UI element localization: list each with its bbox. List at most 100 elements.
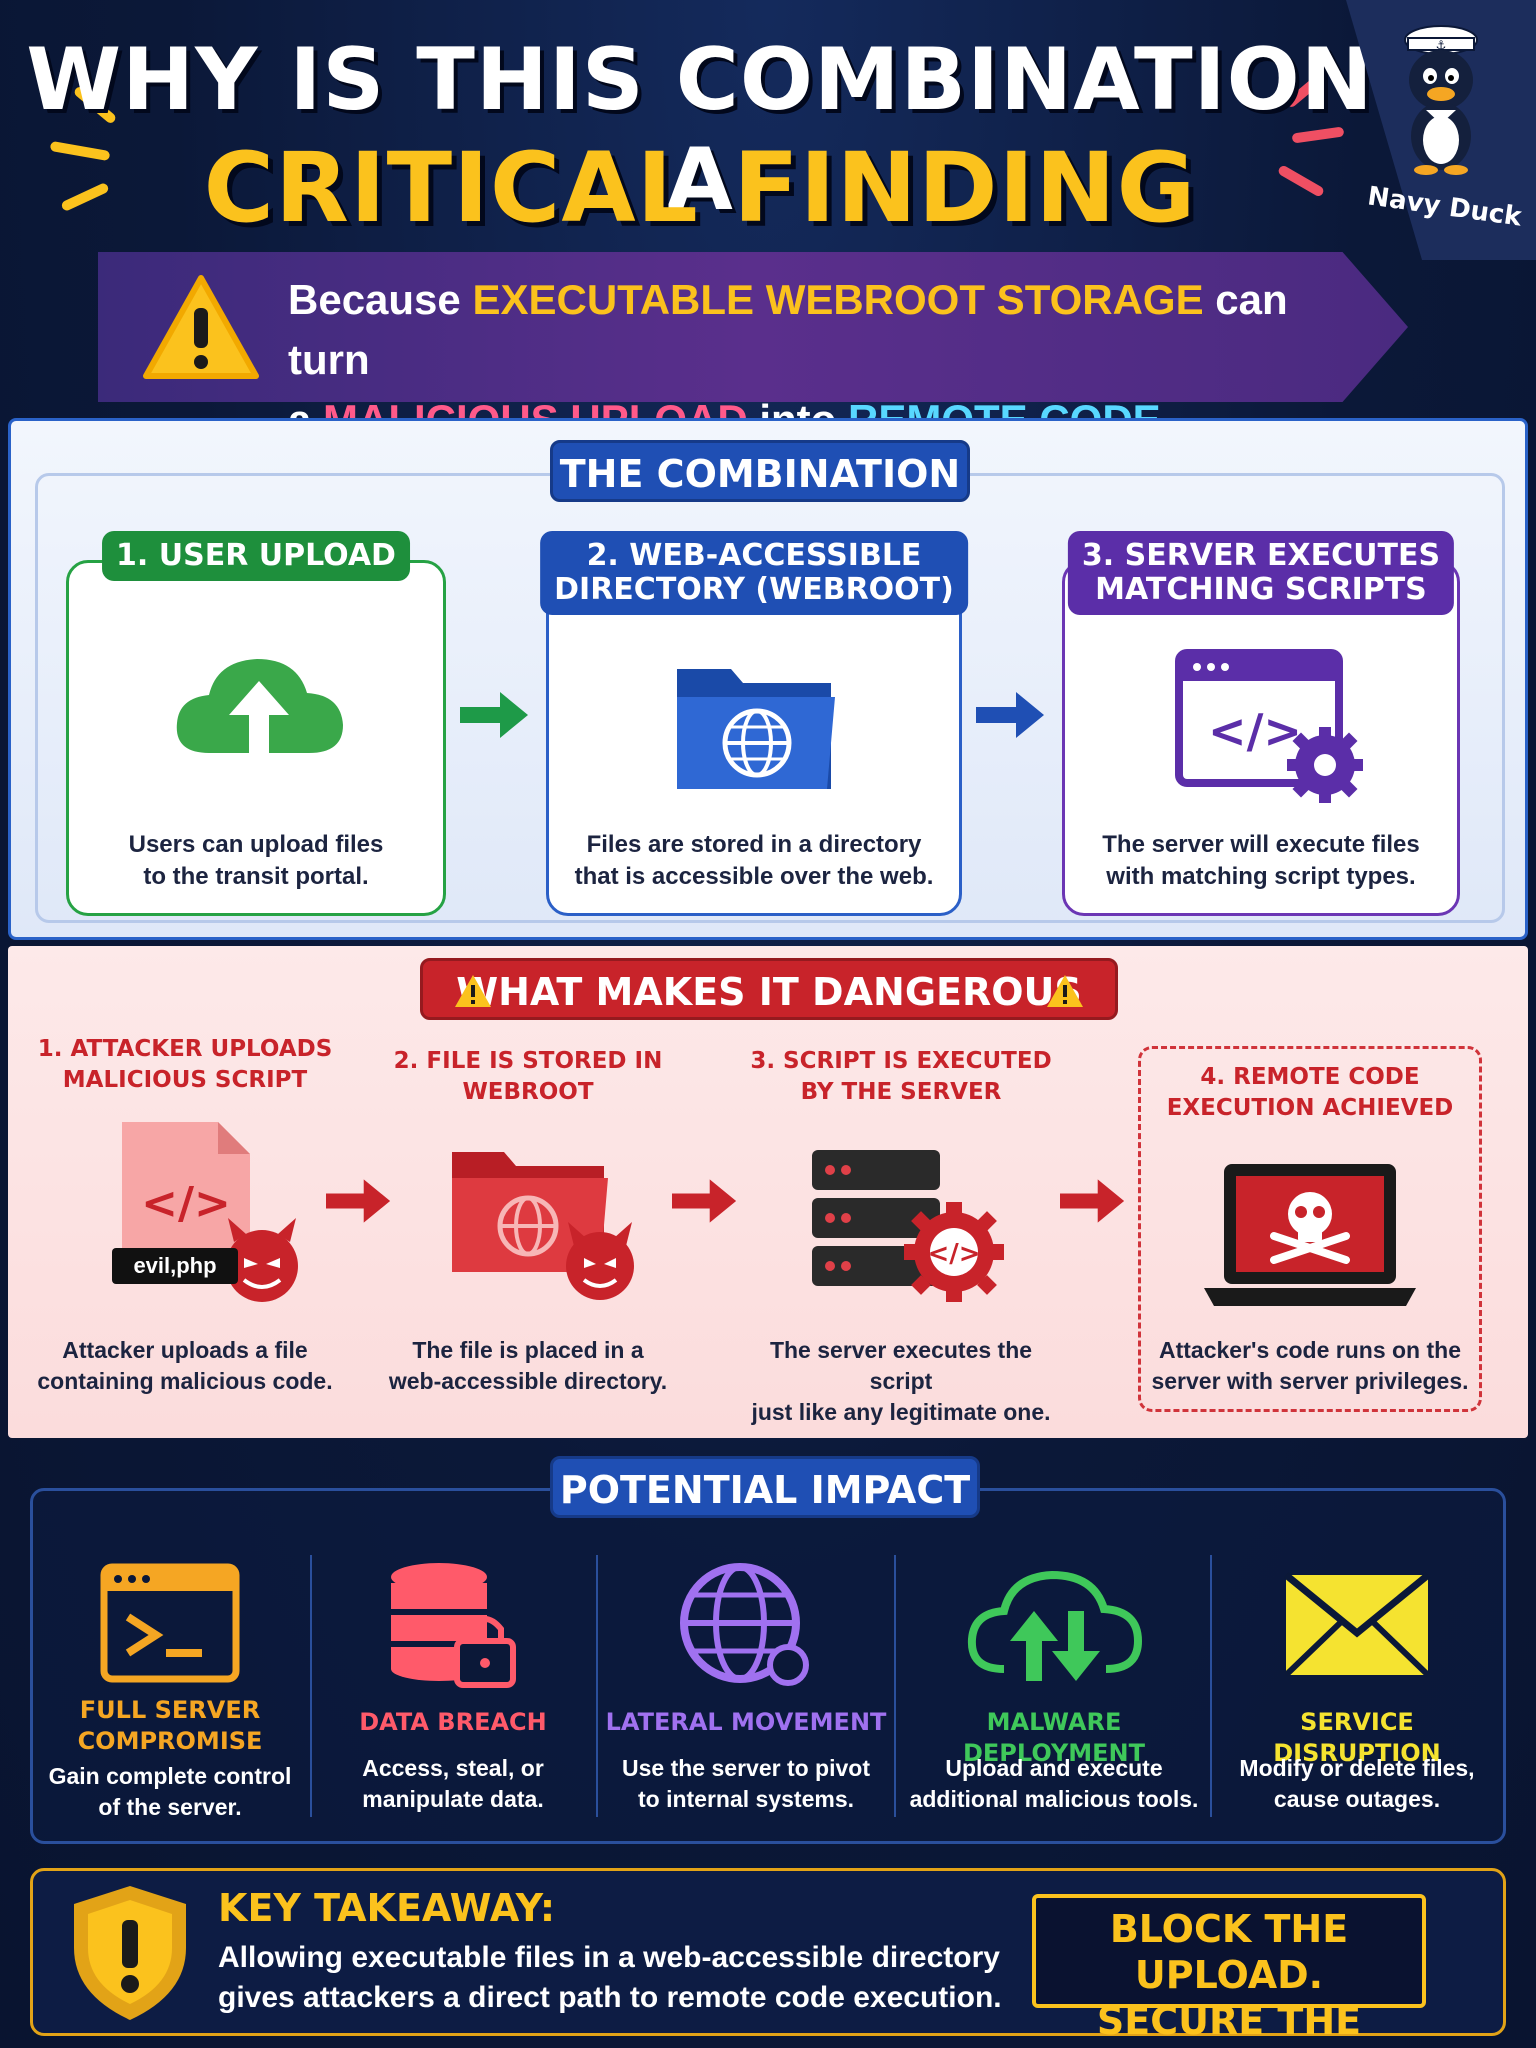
- arrow-right-icon: [326, 1179, 391, 1223]
- terminal-icon: [100, 1563, 240, 1683]
- danger-step-title-line2: MALICIOUS SCRIPT: [62, 1067, 308, 1093]
- combination-title: THE COMBINATION: [550, 440, 970, 502]
- impact-item-description: Access, steal, or manipulate data.: [318, 1753, 588, 1815]
- impact-item-malware-deployment: MALWARE DEPLOYMENT Upload and execute ad…: [902, 1555, 1206, 1825]
- arrow-right-icon: [460, 692, 528, 738]
- combo-card-description: Files are stored in a directory that is …: [549, 829, 959, 893]
- malicious-file-label: evil,php: [112, 1248, 238, 1284]
- danger-step-title-line1: 1. ATTACKER UPLOADS: [37, 1036, 333, 1062]
- impact-item-title: SERVICE DISRUPTION: [1218, 1707, 1496, 1769]
- danger-step-title-line2: EXECUTION ACHIEVED: [1166, 1095, 1454, 1121]
- shield-alert-icon: [74, 1886, 186, 2020]
- danger-step-title: 3. SCRIPT IS EXECUTED BY THE SERVER: [736, 1046, 1066, 1108]
- infected-folder-icon: [452, 1152, 634, 1300]
- danger-step-description: Attacker's code runs on the server with …: [1138, 1335, 1482, 1397]
- server-code-gear-icon: </>: [812, 1150, 1004, 1302]
- subtitle-banner: [98, 252, 1408, 402]
- subtitle-part1: Because: [288, 276, 473, 323]
- page-title-line1: WHY IS THIS COMBINATION A: [26, 30, 1374, 230]
- warning-icon: [143, 275, 259, 379]
- combo-card-title-line1: 2. WEB-ACCESSIBLE: [586, 538, 922, 573]
- combo-card-title-line2: MATCHING SCRIPTS: [1095, 572, 1427, 607]
- warning-icon: [1047, 975, 1083, 1007]
- subtitle-line1: Because EXECUTABLE WEBROOT STORAGE can t…: [288, 270, 1348, 390]
- combo-card-description: The server will execute files with match…: [1065, 829, 1457, 893]
- code-window-gear-icon: </>: [1175, 649, 1363, 803]
- impact-item-text-line2: to internal systems.: [637, 1786, 855, 1812]
- arrow-right-icon: [976, 692, 1044, 738]
- impact-item-text-line1: Access, steal, or: [362, 1755, 544, 1781]
- impact-item-title-line1: FULL SERVER: [79, 1696, 261, 1724]
- danger-step-text-line2: server with server privileges.: [1151, 1368, 1469, 1394]
- envelope-icon: [1283, 1572, 1431, 1678]
- key-takeaway-text-line2: gives attackers a direct path to remote …: [218, 1981, 1002, 2014]
- combo-card-webroot: 2. WEB-ACCESSIBLE DIRECTORY (WEBROOT) Fi…: [540, 531, 968, 916]
- impact-item-title-line1: MALWARE DEPLOYMENT: [962, 1708, 1145, 1767]
- combo-card-text-line2: with matching script types.: [1106, 863, 1416, 890]
- impact-item-title-line2: COMPROMISE: [77, 1727, 263, 1755]
- impact-item-text-line2: of the server.: [98, 1794, 242, 1820]
- impact-item-full-server-compromise: FULL SERVER COMPROMISE Gain complete con…: [44, 1555, 296, 1825]
- combo-card-description: Users can upload files to the transit po…: [69, 829, 443, 893]
- impact-title: POTENTIAL IMPACT: [550, 1456, 980, 1518]
- danger-step-description: The server executes the script just like…: [736, 1335, 1066, 1428]
- danger-step-text-line1: The server executes the script: [769, 1337, 1033, 1394]
- combo-card-title: 3. SERVER EXECUTES MATCHING SCRIPTS: [1067, 531, 1455, 615]
- impact-divider: [596, 1555, 598, 1817]
- svg-text:</>: </>: [927, 1239, 980, 1269]
- web-folder-icon: [677, 669, 835, 789]
- combo-card-title-line1: 1. USER UPLOAD: [116, 538, 396, 573]
- impact-item-text-line1: Use the server to pivot: [622, 1755, 870, 1781]
- danger-step-title-line2: WEBROOT: [462, 1079, 594, 1105]
- danger-step-text-line2: web-accessible directory.: [388, 1368, 668, 1394]
- svg-text:</>: </>: [141, 1178, 231, 1229]
- impact-item-description: Use the server to pivot to internal syst…: [604, 1753, 888, 1815]
- impact-item-text-line2: cause outages.: [1273, 1786, 1441, 1812]
- call-to-action-box: BLOCK THE UPLOAD. SECURE THE SERVER.: [1032, 1894, 1426, 2048]
- svg-text:⚓: ⚓: [1436, 38, 1447, 52]
- key-takeaway-text: Allowing executable files in a web-acces…: [218, 1938, 1018, 2018]
- combo-card-title-line2: DIRECTORY (WEBROOT): [554, 572, 954, 607]
- danger-step-text-line1: Attacker's code runs on the: [1159, 1337, 1461, 1363]
- impact-item-title: DATA BREACH: [318, 1707, 588, 1738]
- navy-duck-mascot-icon: ⚓: [1404, 25, 1478, 175]
- danger-step-description: The file is placed in a web-accessible d…: [372, 1335, 684, 1397]
- danger-step-text-line2: containing malicious code.: [37, 1368, 333, 1394]
- rce-highlight-box: [1138, 1046, 1482, 1412]
- subtitle-highlight-webroot: EXECUTABLE WEBROOT STORAGE: [472, 276, 1204, 323]
- impact-item-title: MALWARE DEPLOYMENT: [902, 1707, 1206, 1769]
- combo-card-text-line2: that is accessible over the web.: [574, 863, 934, 890]
- danger-title: WHAT MAKES IT DANGEROUS: [420, 958, 1118, 1020]
- impact-item-title: FULL SERVER COMPROMISE: [44, 1695, 296, 1757]
- impact-divider: [894, 1555, 896, 1817]
- impact-item-title-line1: DATA BREACH: [359, 1708, 547, 1736]
- impact-item-service-disruption: SERVICE DISRUPTION Modify or delete file…: [1218, 1555, 1496, 1825]
- danger-step-title: 2. FILE IS STORED IN WEBROOT: [372, 1046, 684, 1108]
- combo-card-text-line2: to the transit portal.: [143, 863, 369, 890]
- combo-card-text-line1: The server will execute files: [1102, 831, 1420, 858]
- danger-step-title-line1: 4. REMOTE CODE: [1200, 1064, 1420, 1090]
- arrow-right-icon: [1060, 1179, 1125, 1223]
- danger-step-text-line1: The file is placed in a: [412, 1337, 644, 1363]
- impact-item-title: LATERAL MOVEMENT: [604, 1707, 888, 1738]
- impact-item-data-breach: DATA BREACH Access, steal, or manipulate…: [318, 1555, 588, 1825]
- danger-step-text-line1: Attacker uploads a file: [62, 1337, 308, 1363]
- arrow-right-icon: [672, 1179, 737, 1223]
- danger-step-text-line2: just like any legitimate one.: [751, 1399, 1051, 1425]
- combo-card-text-line1: Files are stored in a directory: [586, 831, 922, 858]
- impact-item-description: Upload and execute additional malicious …: [902, 1753, 1206, 1815]
- subtitle-part2: can turn: [288, 276, 1288, 383]
- combo-card-title: 1. USER UPLOAD: [102, 531, 410, 581]
- combo-card-title-line1: 3. SERVER EXECUTES: [1081, 538, 1441, 573]
- impact-item-description: Modify or delete files, cause outages.: [1218, 1753, 1496, 1815]
- warning-icon: [455, 975, 491, 1007]
- svg-text:</>: </>: [1208, 704, 1302, 758]
- danger-step-title-line1: 3. SCRIPT IS EXECUTED: [750, 1048, 1052, 1074]
- danger-step-description: Attacker uploads a file containing malic…: [30, 1335, 340, 1397]
- impact-divider: [310, 1555, 312, 1817]
- combo-card-user-upload: 1. USER UPLOAD Users can upload files to…: [66, 531, 446, 916]
- cloud-upload-icon: [176, 659, 343, 753]
- impact-item-text-line1: Modify or delete files,: [1239, 1755, 1475, 1781]
- impact-item-text-line1: Gain complete control: [48, 1763, 292, 1789]
